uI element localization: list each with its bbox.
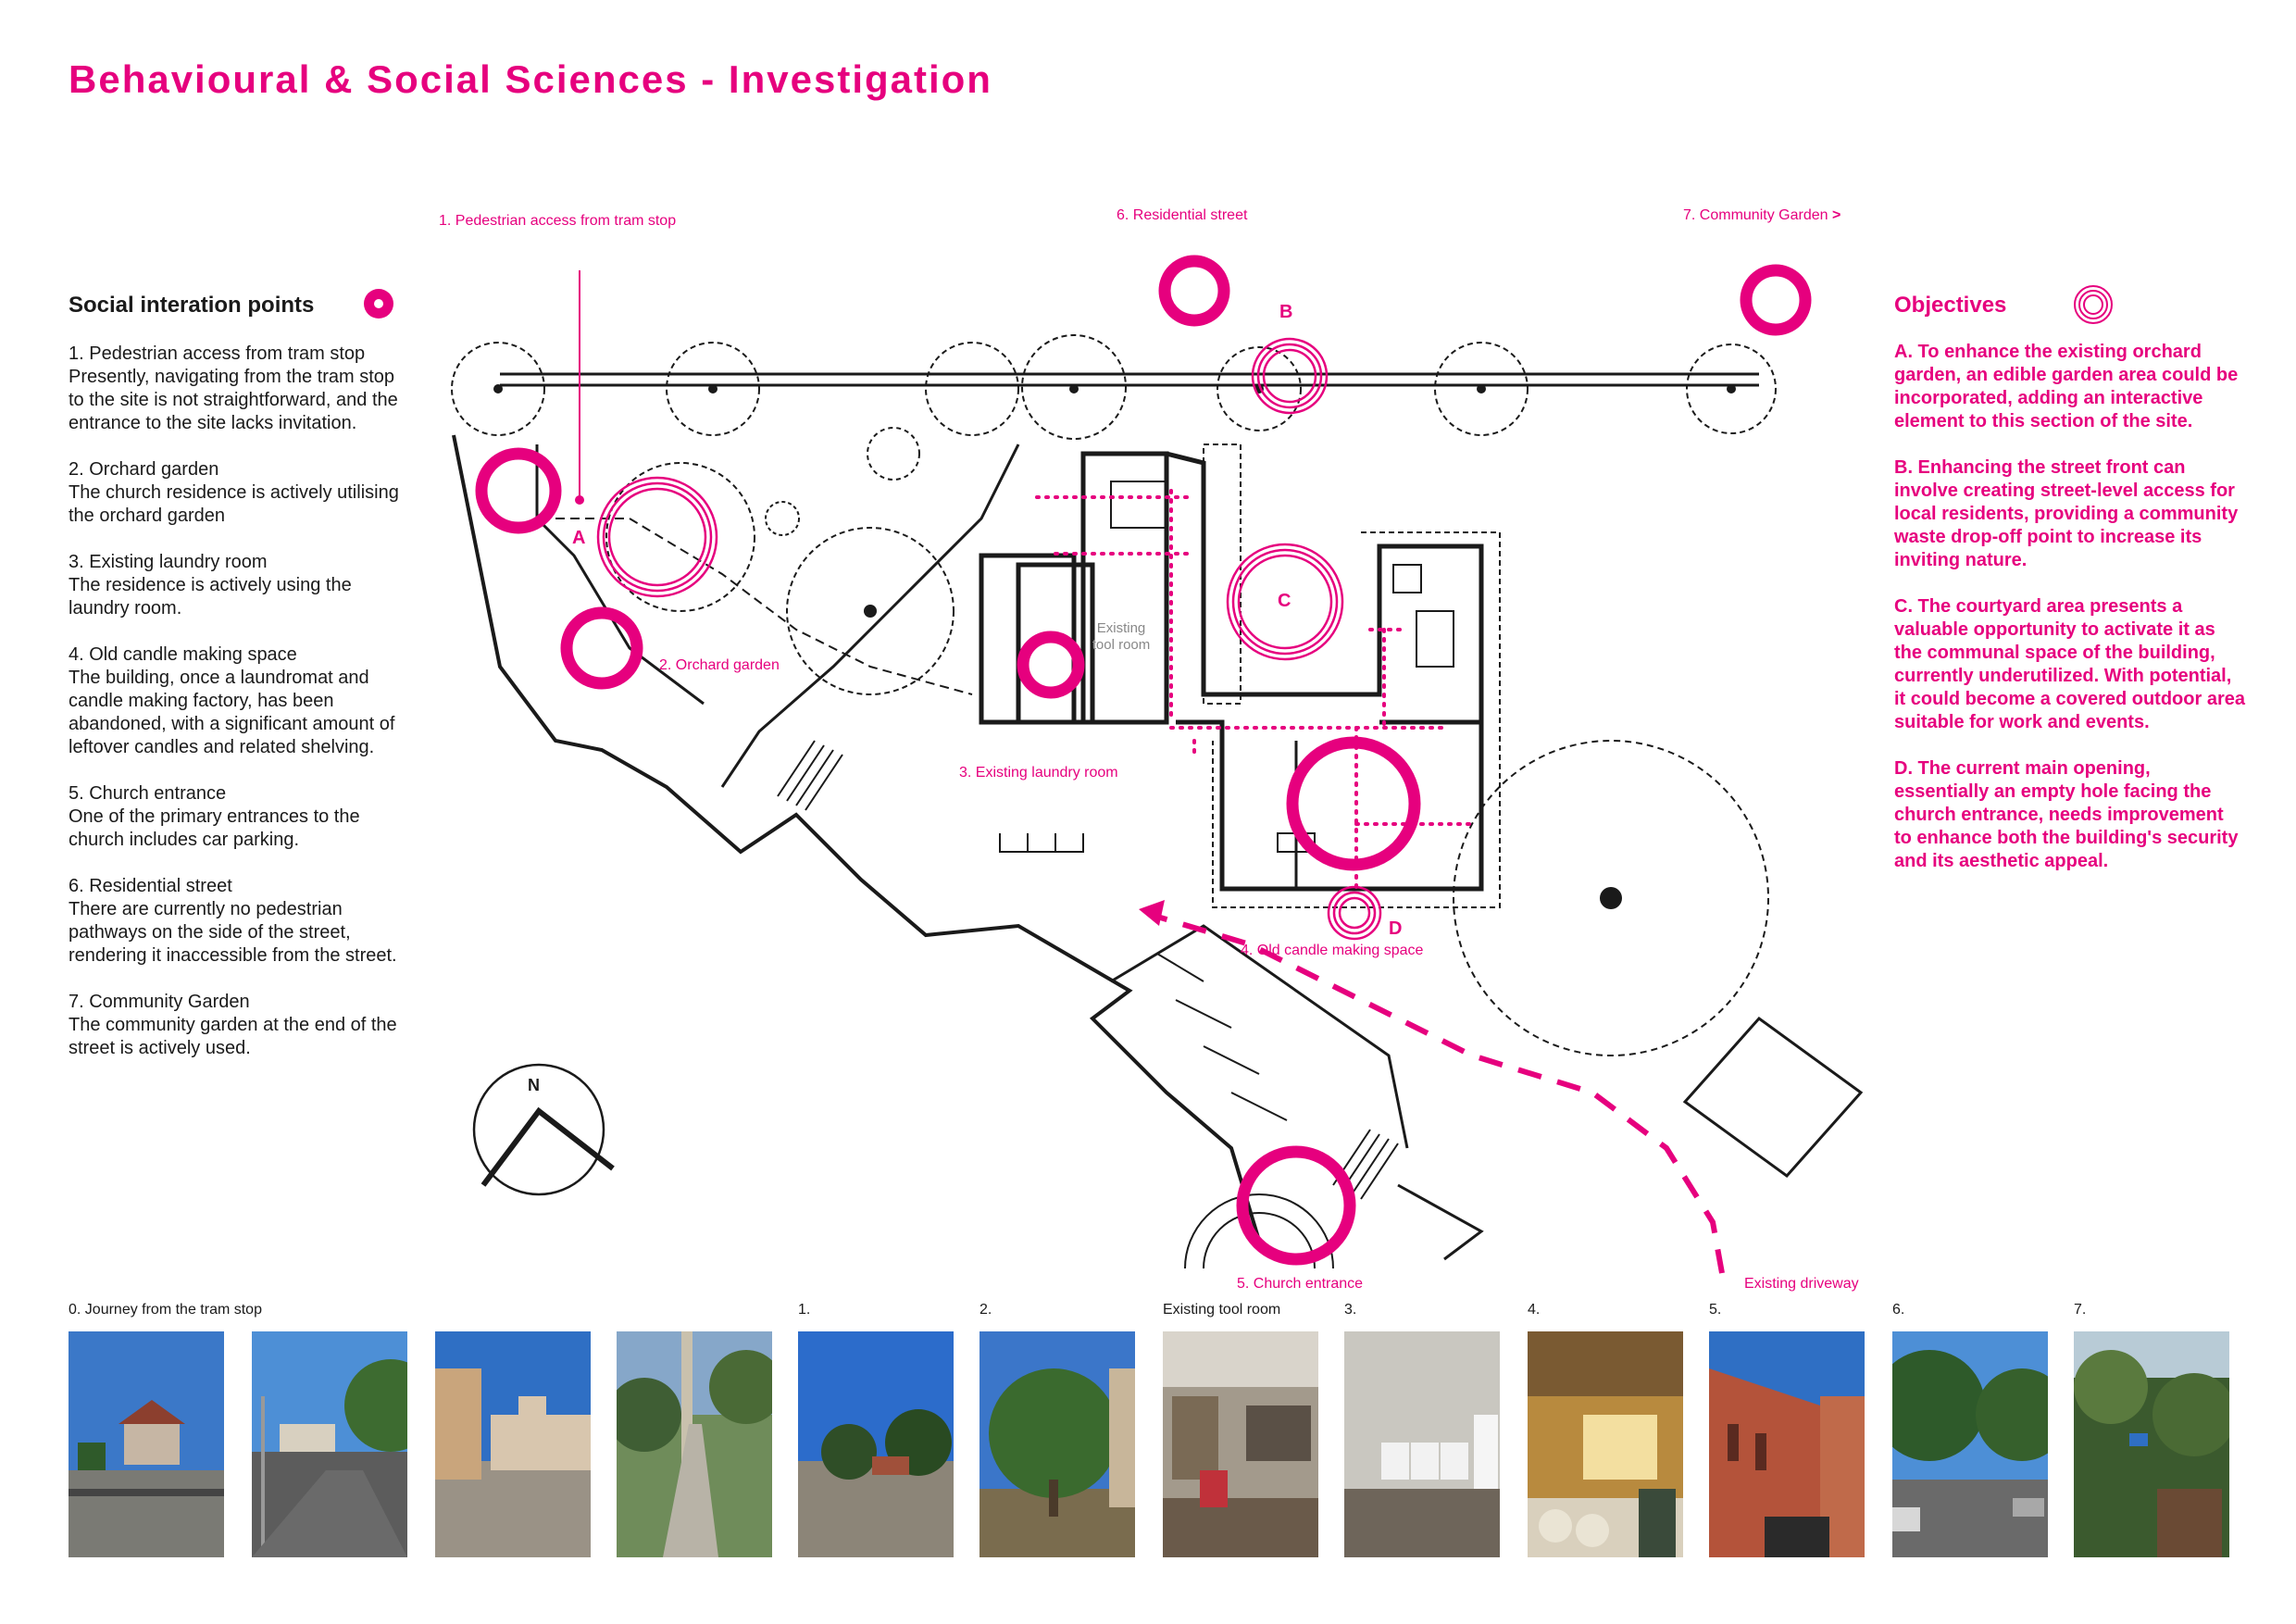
label-pedestrian-access: 1. Pedestrian access from tram stop xyxy=(439,213,677,229)
photo-1-field xyxy=(798,1331,954,1557)
objectives-heading: Objectives xyxy=(1894,293,2007,318)
photo-label-6: 6. xyxy=(1892,1302,1905,1318)
ring-4 xyxy=(1286,736,1421,871)
north-arrow xyxy=(472,1063,615,1196)
photo-label-3: 3. xyxy=(1344,1302,1357,1318)
social-rings xyxy=(475,255,1812,1266)
journey-path xyxy=(555,518,973,695)
objectives-list: A. To enhance the existing orchard garde… xyxy=(1894,341,2246,896)
ring-2 xyxy=(560,606,643,690)
marker-b: B xyxy=(1279,302,1293,322)
photo-label-5: 5. xyxy=(1709,1302,1722,1318)
photo-journey-footpath xyxy=(617,1331,772,1557)
photo-journey-building xyxy=(435,1331,591,1557)
page-title: Behavioural & Social Sciences - Investig… xyxy=(69,57,992,101)
label-church-entrance: 5. Church entrance xyxy=(1237,1276,1364,1292)
photo-5-church xyxy=(1709,1331,1865,1557)
photo-label-tool-room: Existing tool room xyxy=(1163,1302,1281,1318)
photo-journey-road xyxy=(252,1331,407,1557)
objective-d: D. The current main opening, essentially… xyxy=(1894,758,2239,871)
ring-5 xyxy=(1236,1145,1356,1266)
label-orchard-garden: 2. Orchard garden xyxy=(659,657,780,673)
street-trees xyxy=(451,334,1777,1056)
objective-rings xyxy=(596,337,1382,941)
social-point-legend-icon xyxy=(364,289,393,319)
photo-label-0: 0. Journey from the tram stop xyxy=(69,1302,262,1318)
circulation-dots xyxy=(1035,489,1474,891)
photo-label-2: 2. xyxy=(980,1302,992,1318)
photo-label-1: 1. xyxy=(798,1302,811,1318)
photo-3-laundry xyxy=(1344,1331,1500,1557)
driveway-arrow-head xyxy=(1139,900,1165,926)
leader-dot-1 xyxy=(575,495,584,505)
photo-label-4: 4. xyxy=(1528,1302,1541,1318)
label-existing-driveway: Existing driveway xyxy=(1744,1276,1859,1292)
label-existing-tool-room: Existing tool room xyxy=(1092,620,1151,653)
marker-c: C xyxy=(1278,591,1292,611)
photo-4-candle-room xyxy=(1528,1331,1683,1557)
shed xyxy=(1682,1016,1864,1179)
objective-a: A. To enhance the existing orchard garde… xyxy=(1894,342,2239,431)
marker-d: D xyxy=(1389,918,1403,939)
label-laundry-room: 3. Existing laundry room xyxy=(959,765,1118,781)
photo-tool-room xyxy=(1163,1331,1318,1557)
ring-1 xyxy=(475,447,562,534)
ring-3 xyxy=(1017,631,1085,699)
social-points-heading: Social interation points xyxy=(69,293,315,318)
ring-6 xyxy=(1158,255,1230,327)
site-boundary xyxy=(452,434,1261,1242)
parking-bays xyxy=(999,833,1288,1121)
label-candle-space: 4. Old candle making space xyxy=(1241,943,1424,958)
objective-b: B. Enhancing the street front can involv… xyxy=(1894,457,2239,570)
building-outline-dashed xyxy=(1203,443,1501,908)
objective-legend-icon xyxy=(2074,285,2113,324)
marker-a: A xyxy=(572,528,586,548)
photo-7-garden xyxy=(2074,1331,2229,1557)
photo-6-street xyxy=(1892,1331,2048,1557)
objective-ring-c xyxy=(1226,543,1344,661)
ring-7 xyxy=(1740,264,1812,336)
objective-ring-d xyxy=(1327,885,1382,941)
label-residential-street: 6. Residential street xyxy=(1117,207,1248,223)
objective-ring-a xyxy=(596,476,718,598)
photo-journey-house xyxy=(69,1331,224,1557)
photo-label-7: 7. xyxy=(2074,1302,2087,1318)
objective-ring-b xyxy=(1251,337,1329,415)
driveway-arrow xyxy=(1156,914,1725,1274)
north-label: N xyxy=(528,1076,540,1094)
stairs xyxy=(777,740,1399,1200)
label-community-garden: 7. Community Garden > xyxy=(1683,207,1841,223)
objective-c: C. The courtyard area presents a valuabl… xyxy=(1894,596,2245,732)
photo-2-tree xyxy=(980,1331,1135,1557)
